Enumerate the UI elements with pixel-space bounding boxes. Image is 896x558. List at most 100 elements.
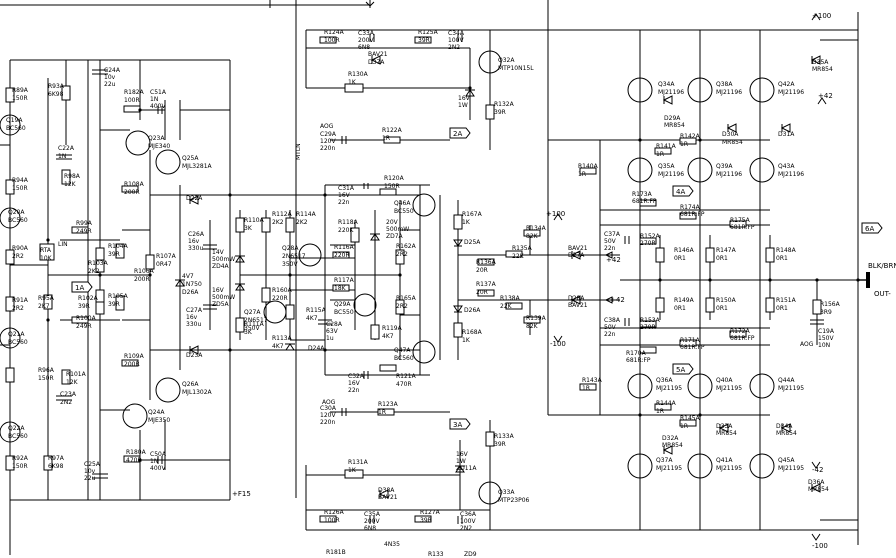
label-r105a: R105A bbox=[108, 293, 129, 300]
label-r109a: 200R bbox=[124, 361, 140, 368]
label-r118a: 220K bbox=[338, 227, 354, 234]
label-c28a: C28A bbox=[326, 321, 343, 328]
tag-5a bbox=[672, 363, 694, 375]
tag-2a bbox=[449, 127, 471, 139]
label-r132a: R132A bbox=[494, 101, 515, 108]
label-r111a: R111A bbox=[244, 321, 265, 328]
label-c50a: C50A bbox=[150, 451, 167, 458]
label-r107a: 0R47 bbox=[156, 261, 172, 268]
label-c29a: C29A bbox=[320, 131, 337, 138]
net-aog: AOG bbox=[322, 399, 336, 406]
label-r120a: 150R bbox=[384, 183, 400, 190]
label-c30a: C30A bbox=[320, 405, 337, 412]
label-r103a: 2K2 bbox=[88, 268, 100, 275]
label-r97a: 6K98 bbox=[48, 463, 64, 470]
label-c32a: C32A bbox=[348, 373, 365, 380]
label-q40a: MJ21195 bbox=[716, 385, 742, 392]
label-r102a: 39R bbox=[78, 303, 90, 310]
rail-pos42: +42 bbox=[610, 296, 625, 304]
label-r135a: R135A bbox=[512, 245, 533, 252]
tag-5a-label: 5A bbox=[676, 366, 685, 374]
label-r109a: R109A bbox=[124, 353, 145, 360]
label-r140a: 1R bbox=[578, 171, 586, 178]
label-c23a: C23A bbox=[60, 391, 77, 398]
label-q42a: MJ21196 bbox=[778, 89, 804, 96]
tag-6a-label: 6A bbox=[865, 225, 874, 233]
label-r101a: 12K bbox=[66, 379, 79, 386]
label-q24a: Q24A bbox=[148, 409, 165, 416]
label-r172a: 681R:FP bbox=[730, 335, 755, 342]
label-r110a: 3K bbox=[244, 225, 253, 232]
label-q25a: Q25A bbox=[182, 155, 199, 162]
rail-pos42: +42 bbox=[818, 92, 833, 100]
label-r94a: R94A bbox=[12, 177, 29, 184]
label-r146a: 0R1 bbox=[674, 255, 686, 262]
label-r126a: R126A bbox=[324, 509, 345, 516]
label-r170a: R170A bbox=[626, 350, 647, 357]
label-c51a: C51A bbox=[150, 89, 167, 96]
label-c24a: 10v bbox=[104, 74, 116, 81]
label-r96a: R96A bbox=[38, 367, 55, 374]
label-c28a: 63V bbox=[326, 328, 339, 335]
label-r105a: 39R bbox=[108, 301, 120, 308]
label-c26a: 330u bbox=[188, 245, 203, 252]
label-r106a: 200R bbox=[134, 276, 150, 283]
label-r134a: 82K bbox=[526, 233, 539, 240]
label-r168a: R168A bbox=[462, 329, 483, 336]
label-r101a: R101A bbox=[66, 371, 87, 378]
label-d24za: 500mW bbox=[212, 256, 235, 263]
label-r103a: R103A bbox=[88, 260, 109, 267]
label-q40a: Q40A bbox=[716, 377, 733, 384]
label-z20a: ZD7A bbox=[386, 233, 404, 240]
label-c38a: 50V bbox=[604, 324, 617, 331]
label-r134a: R134A bbox=[526, 225, 547, 232]
rail-neg100: -100 bbox=[550, 340, 566, 348]
label-q23a: Q23A bbox=[148, 135, 165, 142]
label-q19a: BC560 bbox=[6, 125, 26, 132]
label-r106a: R106A bbox=[134, 268, 155, 275]
label-r138a: 22K bbox=[500, 303, 513, 310]
label-c32a: 22n bbox=[348, 387, 360, 394]
label-r141a: R141A bbox=[656, 143, 677, 150]
label-c24a: 22u bbox=[104, 81, 116, 88]
label-q34a: MJ21196 bbox=[658, 89, 684, 96]
label-r171a: R171A bbox=[680, 337, 701, 344]
label-r118a: R118A bbox=[338, 219, 359, 226]
label-r124a: 100R bbox=[324, 37, 340, 44]
label-r181b: R181B bbox=[326, 549, 346, 556]
label-q27a: 350V bbox=[244, 325, 260, 332]
label-r125a: R125A bbox=[418, 29, 439, 36]
label-d26za: D26A bbox=[182, 289, 199, 296]
label-rta: 10K bbox=[40, 255, 53, 262]
label-r171a: 681R:FP bbox=[680, 344, 705, 351]
label-r139a: 82K bbox=[526, 323, 539, 330]
bias-stage bbox=[203, 183, 436, 379]
label-q43a: MJ21196 bbox=[778, 171, 804, 178]
label-q46a: Q46A bbox=[394, 200, 411, 207]
label-r93a: 6K98 bbox=[48, 91, 64, 98]
label-r123a: 1R bbox=[378, 409, 386, 416]
label-d24za: ZD4A bbox=[212, 263, 230, 270]
label-r146a: R146A bbox=[674, 247, 695, 254]
label-c50a: 400V bbox=[150, 465, 166, 472]
label-c37a: C37A bbox=[604, 231, 621, 238]
label-r175a: 681R:FP bbox=[730, 224, 755, 231]
label-d23a: D23A bbox=[186, 352, 203, 359]
label-d34a: D34A bbox=[776, 423, 793, 430]
label-r108a: R108A bbox=[124, 181, 145, 188]
label-q32a: Q32A bbox=[498, 57, 515, 64]
label-c31a: C31A bbox=[338, 185, 355, 192]
label-r119a: R119A bbox=[382, 325, 403, 332]
label-q44a: Q44A bbox=[778, 377, 795, 384]
label-q41a: MJ21195 bbox=[716, 465, 742, 472]
label-r112a: R112A bbox=[272, 211, 293, 218]
label-r89a: 150R bbox=[12, 95, 28, 102]
net-aog: AOG bbox=[800, 341, 814, 348]
label-r173a: 681R:FP bbox=[632, 198, 657, 205]
label-q36a: MJ21195 bbox=[656, 385, 682, 392]
label-r182a: R182A bbox=[124, 89, 145, 96]
rail-neg42: -42 bbox=[812, 466, 823, 474]
label-r99a: R99A bbox=[76, 220, 93, 227]
